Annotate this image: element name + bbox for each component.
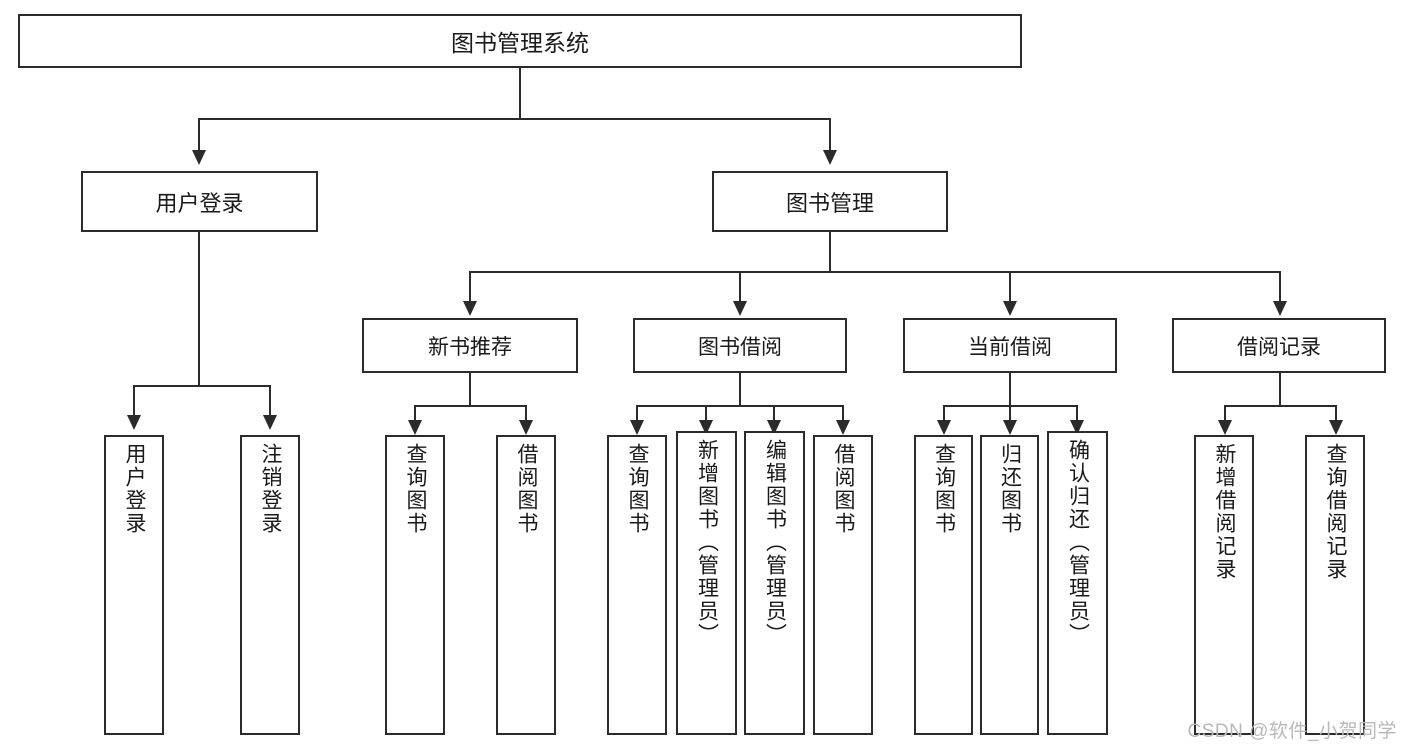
leaf-new-book-query-book[interactable]: 查询图书	[385, 435, 445, 735]
arrowhead-bm-to-current-borrow	[1003, 301, 1017, 316]
arrowhead-bm-to-borrow-record	[1273, 301, 1287, 316]
arrowhead-bm-to-book-borrow	[733, 301, 747, 316]
node-book-management-label: 图书管理	[785, 190, 874, 216]
arrowhead-cb-to-leaf-1	[937, 420, 951, 435]
arrowhead-bb-to-leaf-4	[836, 420, 850, 435]
leaf-book-borrow-add-book-admin-label: 新增图书（管理员）	[695, 439, 719, 646]
csdn-watermark: CSDN @软件_小贺同学	[1187, 721, 1397, 742]
node-root-book-management-system[interactable]: 图书管理系统	[18, 14, 1022, 68]
node-book-management[interactable]: 图书管理	[712, 171, 948, 232]
node-user-login[interactable]: 用户登录	[81, 171, 318, 232]
node-current-borrow[interactable]: 当前借阅	[903, 318, 1117, 373]
edge-cb-to-leaf-1	[943, 405, 945, 427]
leaf-user-login-login-label: 用户登录	[123, 443, 147, 535]
edge-book-borrow-bus	[636, 405, 844, 407]
arrowhead-bm-to-new-book	[463, 301, 477, 316]
leaf-book-borrow-edit-book-admin-label: 编辑图书（管理员）	[763, 439, 787, 646]
leaf-user-login-logout-label: 注销登录	[259, 443, 283, 535]
edge-root-stem	[519, 68, 521, 118]
edge-bm-to-book-borrow	[739, 271, 741, 303]
edge-book-management-bus	[469, 271, 1281, 273]
arrowhead-root-to-book-management	[823, 150, 837, 165]
edge-cb-to-leaf-2	[1009, 405, 1011, 427]
node-borrow-record[interactable]: 借阅记录	[1172, 318, 1386, 373]
arrowhead-br-to-leaf-1	[1218, 420, 1232, 435]
edge-new-book-bus	[414, 405, 527, 407]
arrowhead-new-book-to-leaf-1	[408, 420, 422, 435]
edge-current-borrow-stem	[1009, 373, 1011, 405]
edge-bb-to-leaf-3	[773, 405, 775, 427]
edge-bb-to-leaf-4	[842, 405, 844, 427]
leaf-current-borrow-query-book[interactable]: 查询图书	[914, 435, 973, 735]
leaf-borrow-record-add-record[interactable]: 新增借阅记录	[1194, 435, 1254, 735]
node-book-borrow-label: 图书借阅	[698, 335, 782, 359]
edge-root-to-user-login	[198, 118, 200, 152]
leaf-new-book-borrow-book-label: 借阅图书	[515, 443, 539, 535]
leaf-book-borrow-borrow-book[interactable]: 借阅图书	[813, 435, 873, 735]
edge-user-login-stem	[198, 232, 200, 385]
edge-borrow-record-stem	[1279, 373, 1281, 405]
edge-root-bus	[198, 118, 831, 120]
edge-user-login-to-leaf-1	[133, 385, 135, 417]
node-book-borrow[interactable]: 图书借阅	[633, 318, 847, 373]
leaf-user-login-login[interactable]: 用户登录	[104, 435, 164, 735]
leaf-book-borrow-query-book-label: 查询图书	[626, 443, 650, 535]
edge-br-to-leaf-2	[1335, 405, 1337, 427]
arrowhead-user-login-to-leaf-2	[263, 415, 277, 430]
node-new-book-recommend-label: 新书推荐	[428, 335, 512, 359]
arrowhead-br-to-leaf-2	[1329, 420, 1343, 435]
edge-bb-to-leaf-2	[705, 405, 707, 427]
leaf-current-borrow-confirm-return-admin-label: 确认归还（管理员）	[1066, 439, 1090, 646]
edge-borrow-record-bus	[1224, 405, 1337, 407]
edge-book-borrow-stem	[739, 373, 741, 405]
arrowhead-user-login-to-leaf-1	[127, 415, 141, 430]
edge-cb-to-leaf-3	[1076, 405, 1078, 427]
edge-bb-to-leaf-1	[636, 405, 638, 427]
edge-bm-to-current-borrow	[1009, 271, 1011, 303]
edge-bm-to-new-book	[469, 271, 471, 303]
leaf-book-borrow-edit-book-admin[interactable]: 编辑图书（管理员）	[744, 431, 805, 735]
arrowhead-new-book-to-leaf-2	[519, 420, 533, 435]
leaf-current-borrow-query-book-label: 查询图书	[932, 443, 956, 535]
edge-new-book-to-leaf-1	[414, 405, 416, 427]
edge-new-book-to-leaf-2	[525, 405, 527, 427]
edge-book-management-stem	[829, 232, 831, 271]
arrowhead-bb-to-leaf-1	[630, 420, 644, 435]
leaf-user-login-logout[interactable]: 注销登录	[240, 435, 300, 735]
leaf-current-borrow-confirm-return-admin[interactable]: 确认归还（管理员）	[1047, 431, 1108, 735]
arrowhead-cb-to-leaf-2	[1003, 420, 1017, 435]
edge-user-login-to-leaf-2	[269, 385, 271, 417]
leaf-book-borrow-borrow-book-label: 借阅图书	[832, 443, 856, 535]
leaf-current-borrow-return-book-label: 归还图书	[998, 443, 1022, 535]
leaf-book-borrow-query-book[interactable]: 查询图书	[607, 435, 667, 735]
edge-bm-to-borrow-record	[1279, 271, 1281, 303]
edge-root-to-book-management	[829, 118, 831, 152]
leaf-new-book-borrow-book[interactable]: 借阅图书	[496, 435, 556, 735]
leaf-current-borrow-return-book[interactable]: 归还图书	[980, 435, 1039, 735]
node-user-login-label: 用户登录	[155, 190, 244, 216]
node-current-borrow-label: 当前借阅	[968, 335, 1052, 359]
leaf-borrow-record-query-record[interactable]: 查询借阅记录	[1305, 435, 1365, 735]
node-borrow-record-label: 借阅记录	[1237, 335, 1321, 359]
leaf-new-book-query-book-label: 查询图书	[404, 443, 428, 535]
edge-user-login-bus	[133, 385, 270, 387]
node-root-label: 图书管理系统	[451, 30, 589, 56]
node-new-book-recommend[interactable]: 新书推荐	[362, 318, 578, 373]
arrowhead-root-to-user-login	[192, 150, 206, 165]
edge-br-to-leaf-1	[1224, 405, 1226, 427]
leaf-borrow-record-query-record-label: 查询借阅记录	[1324, 443, 1348, 581]
edge-new-book-stem	[469, 373, 471, 405]
leaf-book-borrow-add-book-admin[interactable]: 新增图书（管理员）	[676, 431, 737, 735]
leaf-borrow-record-add-record-label: 新增借阅记录	[1213, 443, 1237, 581]
